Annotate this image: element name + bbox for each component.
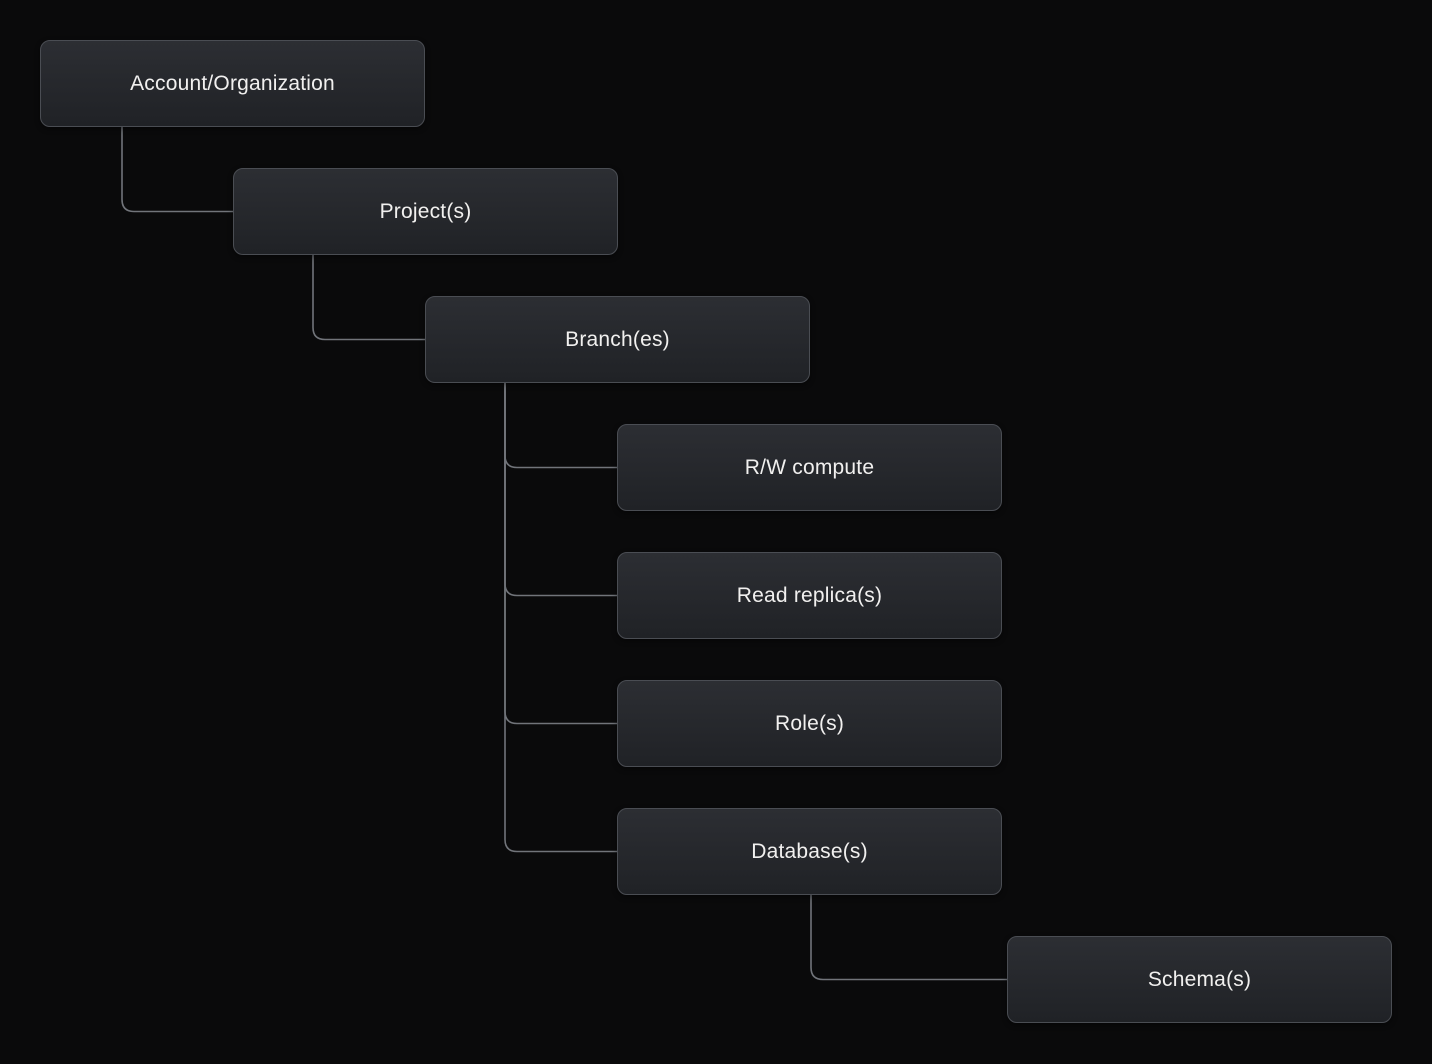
node-schemas: Schema(s) bbox=[1007, 936, 1392, 1023]
node-branches: Branch(es) bbox=[425, 296, 810, 383]
node-rw-compute: R/W compute bbox=[617, 424, 1002, 511]
node-projects: Project(s) bbox=[233, 168, 618, 255]
node-roles: Role(s) bbox=[617, 680, 1002, 767]
node-read-replicas: Read replica(s) bbox=[617, 552, 1002, 639]
node-databases: Database(s) bbox=[617, 808, 1002, 895]
node-account-organization: Account/Organization bbox=[40, 40, 425, 127]
